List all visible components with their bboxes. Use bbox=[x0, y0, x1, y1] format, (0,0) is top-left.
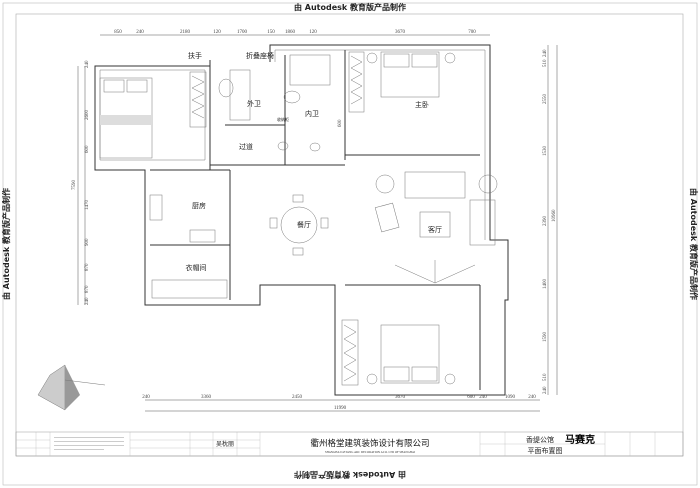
dim-left: 240 bbox=[85, 297, 90, 305]
dim-top: 3670 bbox=[395, 30, 406, 35]
label-folding-seat: 折叠座椅 bbox=[246, 51, 274, 60]
dim-right: 240 bbox=[543, 386, 548, 394]
room-labels: 扶手 折叠座椅 外卫 内卫 收纳柜 主卧 过道 厨房 餐厅 客厅 衣帽间 600 bbox=[186, 51, 443, 272]
bed-bottom bbox=[380, 324, 440, 384]
toilet-guest bbox=[218, 78, 234, 98]
label-handrail: 扶手 bbox=[188, 51, 202, 60]
dim-top: 700 bbox=[468, 30, 476, 35]
dim-left: 870 bbox=[85, 285, 90, 293]
coffee-table bbox=[419, 211, 451, 238]
dim-right: 2550 bbox=[543, 94, 548, 105]
dim-bottom: 600 bbox=[467, 395, 475, 400]
dim-bottom: 3360 bbox=[201, 395, 212, 400]
furniture bbox=[99, 51, 498, 386]
title-block: 吴枕丽 衢州格堂建筑装饰设计有限公司 SHANGHAI GETANG ARC D… bbox=[15, 431, 684, 457]
dim-left: 2600 bbox=[85, 110, 90, 121]
dim-right-total: 10960 bbox=[552, 209, 557, 222]
watermark-right: 由 Autodesk 教育版产品制作 bbox=[689, 188, 699, 300]
dimensions: 850 240 2180 120 1700 150 1860 120 3670 … bbox=[72, 30, 558, 412]
toilet-master bbox=[283, 90, 301, 104]
master-bed bbox=[380, 51, 440, 98]
dim-bottom: 240 bbox=[142, 395, 150, 400]
cloakroom-shelves bbox=[151, 279, 228, 299]
dim-top: 1700 bbox=[237, 30, 248, 35]
watermark-bottom: 由 Autodesk 教育版产品制作 bbox=[294, 470, 406, 480]
dim-bottom: 2450 bbox=[292, 395, 303, 400]
inner-frame bbox=[15, 13, 684, 457]
master-shower bbox=[289, 54, 331, 86]
dim-bottom: 3670 bbox=[395, 395, 406, 400]
dim-top: 850 bbox=[114, 30, 122, 35]
sink-corridor bbox=[277, 141, 289, 151]
watermark-left: 由 Autodesk 教育版产品制作 bbox=[1, 188, 11, 300]
armchair bbox=[374, 202, 400, 233]
label-storage: 收纳柜 bbox=[277, 116, 289, 122]
dim-left: 600 bbox=[85, 145, 90, 153]
company-name-en: SHANGHAI GETANG ARC DECORATION ACO. LTD … bbox=[325, 450, 415, 454]
dim-left: 1470 bbox=[85, 200, 90, 211]
dim-left: 240 bbox=[85, 60, 90, 68]
floor-plan-walls bbox=[94, 44, 509, 396]
sofa-side bbox=[469, 199, 496, 246]
sofa bbox=[404, 171, 466, 199]
dim-right: 1400 bbox=[543, 279, 548, 290]
dim-right: 510 bbox=[543, 59, 548, 67]
label-cloakroom: 衣帽间 bbox=[186, 263, 207, 272]
dim-bottom-total: 11990 bbox=[334, 406, 347, 411]
dim-top: 240 bbox=[136, 30, 144, 35]
north-arrow-icon bbox=[37, 364, 106, 411]
dim-left-total: 7590 bbox=[72, 180, 77, 191]
dim-bottom: 1090 bbox=[505, 395, 516, 400]
label-guest-bath: 外卫 bbox=[247, 99, 261, 108]
dim-top: 2180 bbox=[180, 30, 191, 35]
drawing-title: 平面布置图 bbox=[528, 446, 563, 455]
label-living: 客厅 bbox=[428, 225, 442, 234]
dim-top: 120 bbox=[309, 30, 317, 35]
dim-bottom: 240 bbox=[479, 395, 487, 400]
watermark-top: 由 Autodesk 教育版产品制作 bbox=[294, 2, 406, 12]
dim-left: 900 bbox=[85, 238, 90, 246]
label-master-bath: 内卫 bbox=[305, 109, 319, 118]
dim-left: 870 bbox=[85, 263, 90, 271]
wardrobe-master bbox=[348, 51, 365, 113]
designer-name: 吴枕丽 bbox=[216, 440, 234, 448]
dim-right: 240 bbox=[543, 49, 548, 57]
dim-door: 600 bbox=[338, 119, 343, 127]
dim-right: 510 bbox=[543, 373, 548, 381]
guest-shower bbox=[229, 69, 251, 121]
label-corridor: 过道 bbox=[239, 142, 253, 151]
dim-right: 2390 bbox=[543, 216, 548, 227]
stove bbox=[189, 229, 216, 243]
label-master-bedroom: 主卧 bbox=[415, 100, 429, 109]
sink-master bbox=[309, 142, 321, 152]
dim-top: 1860 bbox=[285, 30, 296, 35]
wardrobe-left bbox=[189, 71, 207, 128]
dining-table bbox=[280, 206, 318, 244]
dim-top: 120 bbox=[213, 30, 221, 35]
dim-right: 1590 bbox=[543, 332, 548, 343]
project-name: 香缇公馆 bbox=[526, 435, 554, 444]
wardrobe-bottom bbox=[341, 319, 359, 386]
dim-top: 150 bbox=[267, 30, 275, 35]
project-logo: 马赛克 bbox=[565, 433, 595, 446]
dim-bottom: 240 bbox=[528, 395, 536, 400]
label-dining: 餐厅 bbox=[297, 220, 311, 229]
dim-right: 1530 bbox=[543, 146, 548, 157]
kitchen-sink bbox=[149, 194, 163, 221]
company-name-cn: 衢州格堂建筑装饰设计有限公司 bbox=[310, 438, 429, 449]
label-kitchen: 厨房 bbox=[192, 201, 206, 210]
